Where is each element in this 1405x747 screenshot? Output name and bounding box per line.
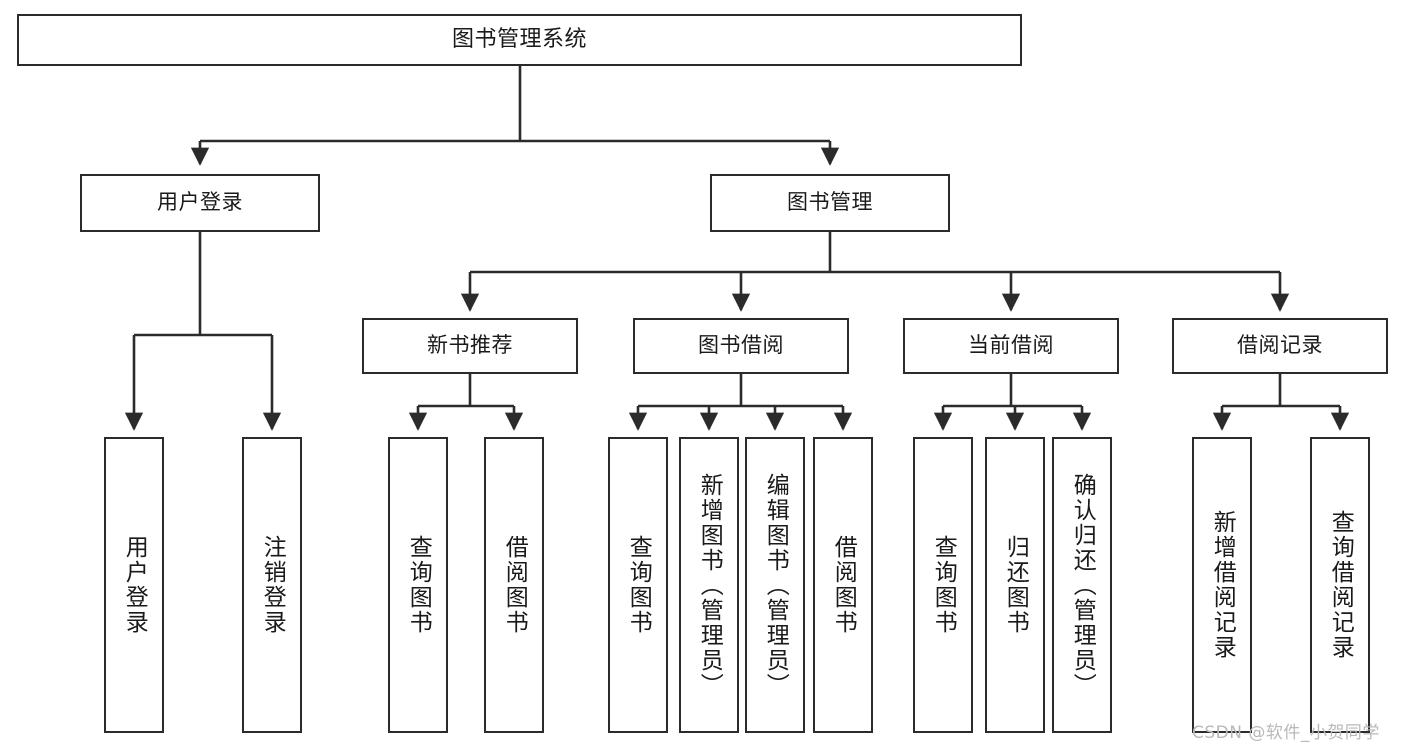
leaf-logout-label: 注销登录 <box>259 535 286 635</box>
node-borrow-record[interactable]: 借阅记录 <box>1172 318 1388 374</box>
leaf-add-book-label: 新增图书（管理员） <box>696 472 723 698</box>
node-user-login-label: 用户登录 <box>157 190 243 215</box>
leaf-borrow-book-1-label: 借阅图书 <box>501 535 528 635</box>
leaf-confirm-return-label: 确认归还（管理员） <box>1069 472 1096 698</box>
node-book-borrow[interactable]: 图书借阅 <box>633 318 849 374</box>
node-book-borrow-label: 图书借阅 <box>698 333 784 358</box>
leaf-add-borrow-record[interactable]: 新增借阅记录 <box>1192 437 1252 733</box>
leaf-user-login[interactable]: 用户登录 <box>104 437 164 733</box>
watermark: CSDN @软件_小贺同学 <box>1192 723 1380 743</box>
leaf-confirm-return[interactable]: 确认归还（管理员） <box>1052 437 1112 733</box>
node-new-book-recommend[interactable]: 新书推荐 <box>362 318 578 374</box>
leaf-user-login-label: 用户登录 <box>121 535 148 635</box>
leaf-edit-book-label: 编辑图书（管理员） <box>762 472 789 698</box>
leaf-query-book-3[interactable]: 查询图书 <box>913 437 973 733</box>
node-book-manage[interactable]: 图书管理 <box>710 174 950 232</box>
leaf-query-borrow-record[interactable]: 查询借阅记录 <box>1310 437 1370 733</box>
node-new-book-recommend-label: 新书推荐 <box>427 333 513 358</box>
leaf-borrow-book-2[interactable]: 借阅图书 <box>813 437 873 733</box>
leaf-return-book[interactable]: 归还图书 <box>985 437 1045 733</box>
node-borrow-record-label: 借阅记录 <box>1237 333 1323 358</box>
leaf-query-book-1-label: 查询图书 <box>405 535 432 635</box>
node-root[interactable]: 图书管理系统 <box>17 14 1022 66</box>
leaf-edit-book[interactable]: 编辑图书（管理员） <box>745 437 805 733</box>
leaf-add-borrow-record-label: 新增借阅记录 <box>1209 510 1236 660</box>
node-root-label: 图书管理系统 <box>451 26 587 52</box>
leaf-borrow-book-1[interactable]: 借阅图书 <box>484 437 544 733</box>
leaf-query-book-2-label: 查询图书 <box>625 535 652 635</box>
leaf-query-book-2[interactable]: 查询图书 <box>608 437 668 733</box>
node-book-manage-label: 图书管理 <box>787 190 873 215</box>
leaf-return-book-label: 归还图书 <box>1002 535 1029 635</box>
node-user-login[interactable]: 用户登录 <box>80 174 320 232</box>
leaf-query-borrow-record-label: 查询借阅记录 <box>1327 510 1354 660</box>
node-current-borrow-label: 当前借阅 <box>968 333 1054 358</box>
leaf-logout[interactable]: 注销登录 <box>242 437 302 733</box>
leaf-borrow-book-2-label: 借阅图书 <box>830 535 857 635</box>
leaf-query-book-3-label: 查询图书 <box>930 535 957 635</box>
node-current-borrow[interactable]: 当前借阅 <box>903 318 1119 374</box>
leaf-query-book-1[interactable]: 查询图书 <box>388 437 448 733</box>
leaf-add-book[interactable]: 新增图书（管理员） <box>679 437 739 733</box>
